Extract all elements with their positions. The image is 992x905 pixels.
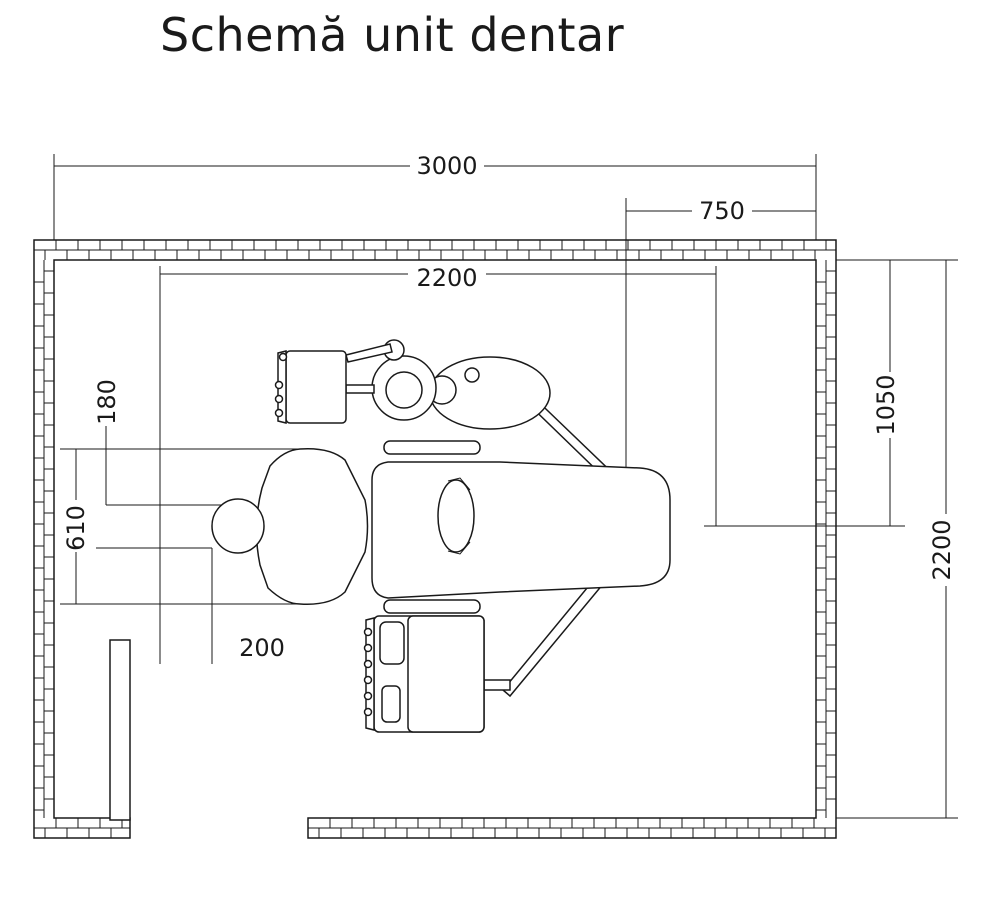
chair-seat (371, 461, 671, 599)
chair-backrest (255, 447, 369, 605)
dimension-label-180: 180 (93, 379, 121, 425)
dimension-label-1050: 1050 (872, 374, 900, 435)
armrest-top (383, 440, 481, 455)
dimension-inner-width: 2200 (159, 264, 717, 664)
operating-lamp (437, 477, 475, 555)
dimension-total-width: 3000 (53, 152, 817, 240)
door (109, 639, 131, 821)
dimension-offset-right: 750 (625, 197, 816, 510)
armrest-bottom (383, 599, 481, 614)
dimension-top-offset: 180 (93, 379, 228, 506)
page-title: Schemă unit dentar (160, 8, 625, 62)
dimension-label-610: 610 (62, 505, 90, 551)
dimension-label-750: 750 (699, 197, 745, 225)
dimension-label-2200-top: 2200 (416, 264, 477, 292)
dimension-headrest-width: 610 (60, 448, 308, 605)
dimension-label-200: 200 (239, 634, 285, 662)
doctor-instrument-table (363, 615, 485, 733)
dimension-total-height: 2200 (836, 259, 958, 819)
dimension-headrest-depth: 200 (211, 548, 285, 664)
dimension-label-3000: 3000 (416, 152, 477, 180)
assistant-tray (274, 350, 347, 424)
dimension-label-2200-right: 2200 (928, 519, 956, 580)
dimension-right-offset-height: 1050 (704, 259, 905, 527)
headrest (211, 498, 265, 554)
spittoon-unit (345, 339, 551, 430)
